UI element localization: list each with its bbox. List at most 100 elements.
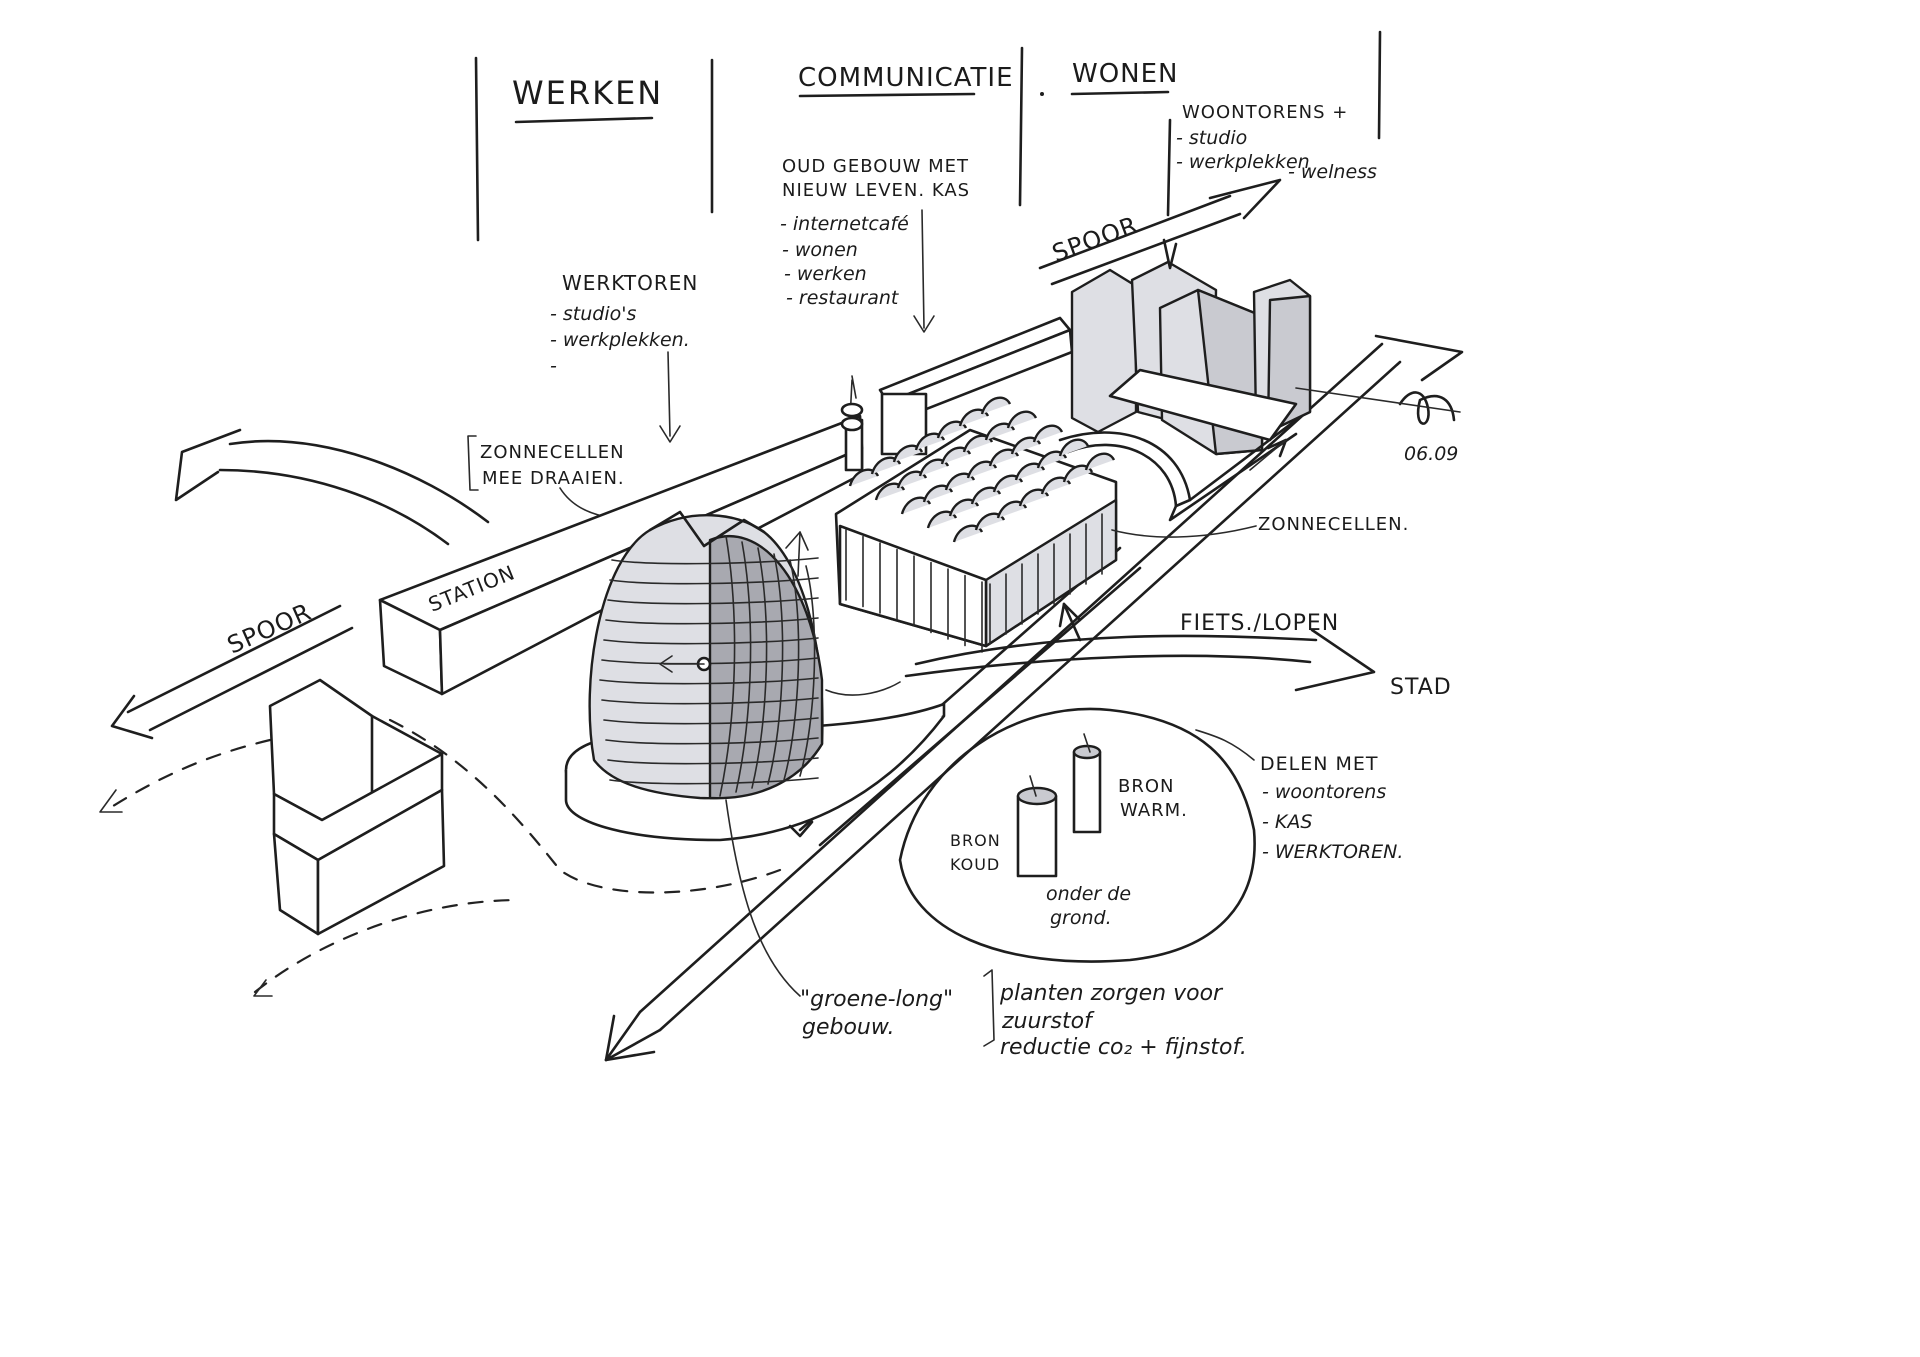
kas-facade-grid [845,513,1103,653]
label-date: 06.09 [1404,443,1458,465]
roof-vault [1018,488,1050,507]
egg-rib [607,757,819,765]
note-line: gebouw. [802,1015,894,1040]
bron-koud-cylinder [1016,775,1058,878]
note-item: - WERKTOREN. [1262,841,1403,863]
egg-meridian [783,559,800,781]
egg-rib [603,637,819,645]
egg-rib [609,777,819,785]
note-line: ZONNECELLEN [480,442,625,463]
label-onder-de: grond. [1050,907,1112,929]
roof-vault [922,484,954,503]
roof-vault [980,396,1012,415]
note-item: - werkplekken [1176,151,1310,173]
bron-warm-cylinder [1072,733,1102,834]
l-shaped-building [268,678,446,936]
note-item: - internetcafé [780,213,909,235]
roof-vault [988,448,1020,467]
note-line: WOONTORENS + [1182,102,1348,123]
egg-rib [599,677,819,685]
roof-vault [1062,464,1094,483]
zonnecellen-draaien-note: ZONNECELLEN MEE DRAAIEN. [467,435,661,521]
egg-building-groene-long [564,510,946,842]
roof-vault [900,496,932,515]
label-bron-warm: BRON [1118,776,1175,797]
roof-vault [996,500,1028,519]
note-item: - KAS [1262,811,1312,833]
roof-vault [958,408,990,427]
label-stad: STAD [1390,675,1452,700]
note-line: planten zorgen voor [999,981,1224,1006]
header-communicatie: COMMUNICATIE [798,63,1014,93]
label-spoor-left: SPOOR [223,598,316,660]
roof-vault [966,460,998,479]
note-item: - werkplekken. [550,329,690,351]
greenhouse-kas [834,396,1118,653]
wonen-note: WOONTORENS + - studio - werkplekken - we… [1176,102,1377,183]
note-line: OUD GEBOUW MET [782,156,969,177]
curved-arrow-left [174,428,490,546]
roof-vault [952,524,984,543]
header-wonen: WONEN [1072,59,1179,89]
label-spoor-top: SPOOR [1048,211,1141,268]
roof-vault [926,510,958,529]
note-item: - studio's [550,303,636,325]
roof-vault [870,456,902,475]
dashed-path-bottom [253,898,522,994]
dashed-path-left [108,738,272,810]
werktoren-note: WERKTOREN - studio's - werkplekken. - [550,271,698,443]
label-zonnecellen: ZONNECELLEN. [1258,514,1409,535]
sketch-canvas: WERKEN COMMUNICATIE WONEN OUD GEBOUW MET… [99,30,1464,1062]
roof-vault [1040,476,1072,495]
roof-vault [1010,436,1042,455]
roof-vault [944,472,976,491]
note-line: MEE DRAAIEN. [482,468,625,489]
note-title: DELEN MET [1260,753,1378,775]
rear-bar-building [878,316,1074,456]
egg-meridian [735,541,752,793]
note-item: - welness [1288,161,1377,183]
fiets-lopen-arrow: FIETS./LOPEN STAD [904,611,1452,700]
note-item: - woontorens [1262,781,1386,803]
note-line: reductie co₂ + fijnstof. [1000,1035,1247,1060]
groene-long-note: "groene-long" gebouw. planten zorgen voo… [725,799,1247,1060]
roof-vault [892,444,924,463]
label-bron-koud: KOUD [950,855,1000,874]
egg-meridian [751,547,768,789]
roof-vault [948,498,980,517]
architectural-sketch: WERKEN COMMUNICATIE WONEN OUD GEBOUW MET… [99,30,1464,1062]
communicatie-note: OUD GEBOUW MET NIEUW LEVEN. KAS - intern… [780,156,969,333]
dashed-path-mid [388,718,782,894]
note-item: - restaurant [786,287,900,309]
label-onder-de: onder de [1046,883,1131,905]
egg-meridian [767,553,784,785]
header-dividers [474,30,1382,242]
label-bron-warm: WARM. [1120,800,1188,821]
roof-vault [848,468,880,487]
note-title: WERKTOREN [562,271,698,295]
roof-vault [1058,438,1090,457]
delen-note: DELEN MET - woontorens - KAS - WERKTOREN… [1195,729,1403,863]
curved-wall [1058,418,1298,522]
roof-vault [940,446,972,465]
underground-zone: BRON WARM. BRON KOUD onder de grond. [898,707,1256,963]
egg-meridian [719,535,736,797]
label-bron-koud: BRON [950,831,1001,850]
roof-vault [1036,450,1068,469]
egg-rib [601,697,819,705]
woontorens [1070,238,1312,456]
roof-vault [918,458,950,477]
egg-rib [607,597,819,605]
roof-vault [896,470,928,489]
note-item: - studio [1176,127,1247,149]
roof-vault [974,512,1006,531]
egg-rib [605,617,819,625]
roof-vault [1014,462,1046,481]
zonnecellen-label: ZONNECELLEN. [1111,514,1409,538]
note-item: - [550,355,557,377]
roof-vault [1084,452,1116,471]
label-fiets-lopen: FIETS./LOPEN [1180,611,1339,636]
egg-rib [605,737,819,745]
note-line: zuurstof [1001,1009,1095,1034]
kas-roof-vaults [848,396,1116,543]
